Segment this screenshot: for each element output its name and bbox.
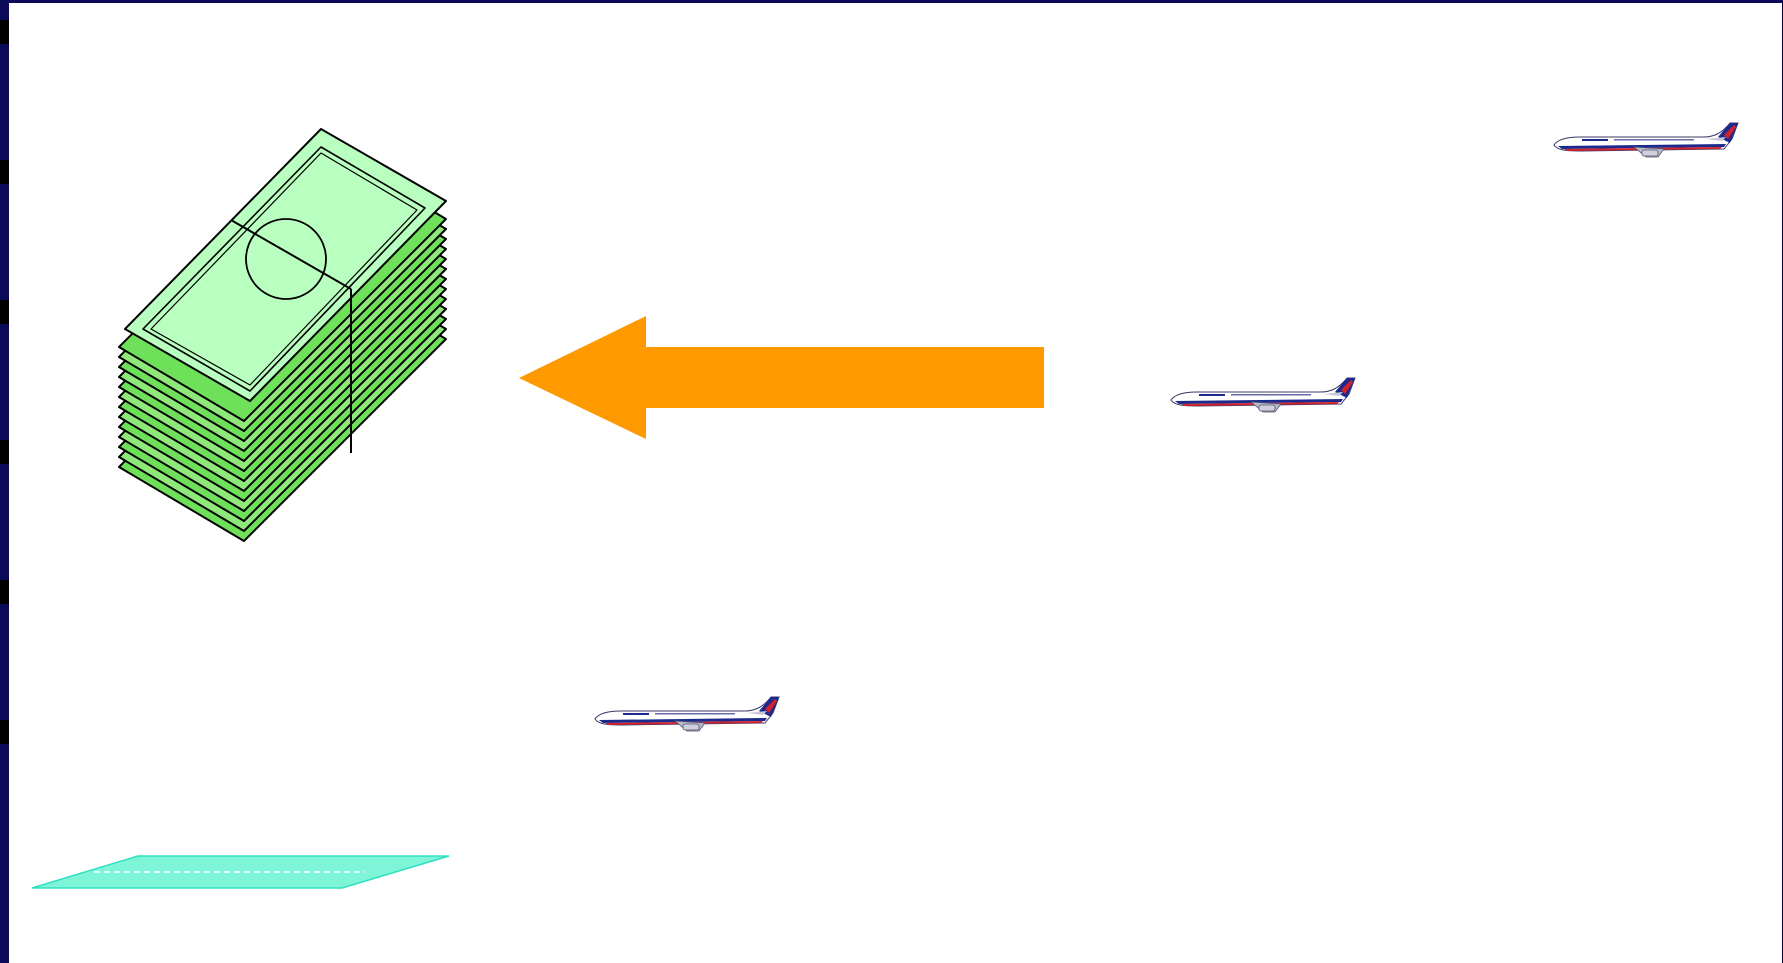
runway-icon	[32, 856, 449, 888]
airplane-icon	[1171, 378, 1355, 412]
slide-drawing	[9, 3, 1782, 963]
slide-canvas	[9, 3, 1782, 963]
arrow-left-icon	[519, 316, 1044, 439]
money-stack-icon	[119, 129, 446, 541]
airplane-icon	[1554, 123, 1738, 157]
airplane-icon	[595, 697, 779, 731]
slide-frame-left	[0, 0, 9, 963]
